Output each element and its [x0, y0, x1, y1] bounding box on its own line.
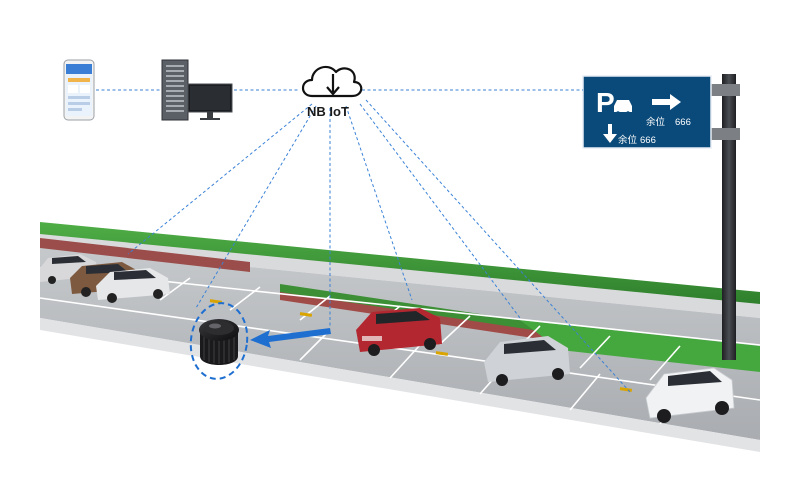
sign-bracket-top: [706, 84, 740, 96]
server-icon: [161, 59, 189, 121]
car-far-left-3: [96, 268, 170, 303]
sign-top-label: 余位: [646, 116, 666, 128]
sign-bottom-label: 余位: [618, 134, 638, 146]
link-cloud-car-left: [127, 103, 313, 255]
sign-top-count: 666: [675, 117, 691, 128]
cloud-download-icon: [301, 65, 363, 98]
arrow-down-icon: [603, 124, 617, 143]
link-cloud-sensor-4: [359, 103, 521, 319]
link-cloud-sensor-1: [195, 105, 317, 309]
sign-bracket-bottom: [706, 128, 740, 140]
far-sidewalk: [40, 232, 760, 318]
sign-board: [582, 75, 712, 149]
car-white: [645, 367, 735, 423]
sign-pole: [722, 74, 736, 360]
car-icon: [614, 100, 632, 115]
parking-p-icon: P: [596, 87, 615, 118]
sign-bottom-count: 666: [640, 135, 656, 146]
geomagnetic-sensor-icon: [199, 319, 239, 365]
island-hedge: [280, 284, 600, 340]
parking-sensor: [189, 302, 249, 380]
smartphone-app-icon: [63, 59, 95, 121]
parked-cars: [40, 254, 735, 423]
car-red: [356, 308, 442, 356]
wireless-links: [96, 89, 631, 393]
arrow-left-icon: [250, 328, 331, 348]
flower-bed-left: [40, 238, 250, 272]
arrow-right-icon: [652, 94, 681, 110]
nb-iot-label: NB IoT: [307, 104, 349, 119]
link-cloud-sensor-3: [345, 105, 413, 301]
car-silver: [484, 336, 570, 386]
grass-patch: [520, 320, 760, 372]
parking-guidance-sign: P 余位 666 余位 666: [582, 74, 740, 360]
back-hedge: [40, 222, 760, 304]
monitor-icon: [187, 83, 233, 120]
parking-lines: [39, 267, 761, 425]
sensor-highlight-ring: [189, 302, 249, 380]
